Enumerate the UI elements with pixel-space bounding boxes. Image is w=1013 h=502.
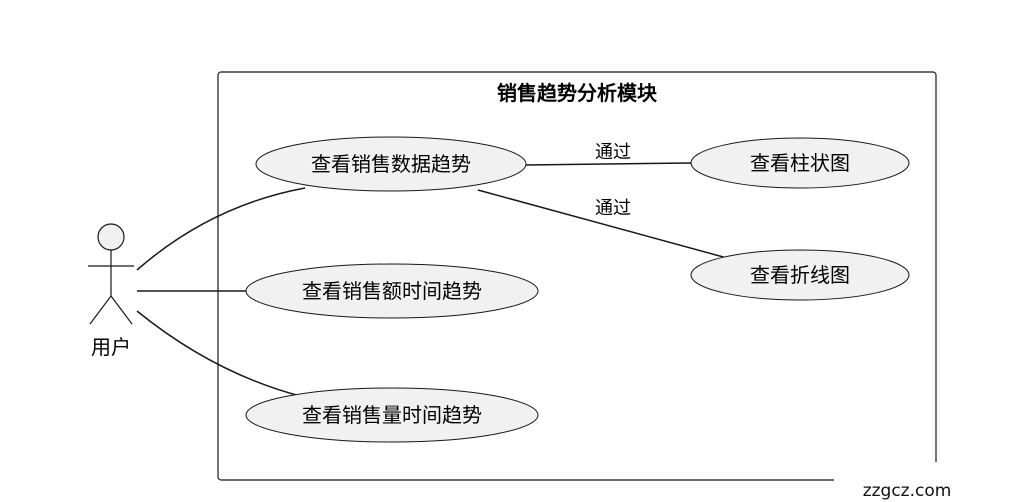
actor-user: 用户: [88, 223, 134, 359]
system-boundary-box: [217, 71, 937, 481]
actor-label: 用户: [91, 335, 131, 359]
edge-sales-data-trend-to-line-chart: [477, 189, 728, 259]
usecase-label: 查看销售额时间趋势: [302, 279, 482, 303]
edge-label-line-chart: 通过: [595, 198, 631, 219]
usecase-ellipse: [690, 249, 910, 301]
usecase-ellipse: [255, 136, 527, 192]
usecase-ellipse: [245, 387, 539, 443]
usecase-view-sales-amount-time-trend[interactable]: 查看销售额时间趋势: [245, 263, 539, 319]
actor-head: [97, 223, 125, 251]
edge-user-to-sales-data-trend: [136, 187, 306, 271]
usecase-label: 查看折线图: [750, 263, 850, 287]
usecase-label: 查看销售数据趋势: [311, 152, 471, 176]
usecase-ellipse: [690, 137, 910, 189]
system-boundary: 销售趋势分析模块: [217, 71, 954, 492]
edge-label-bar-chart: 通过: [595, 142, 631, 163]
watermark-backdrop: [834, 462, 954, 492]
edge-user-to-sales-volume-trend: [136, 310, 301, 397]
usecase-ellipse: [245, 263, 539, 319]
actor-left-leg: [89, 295, 112, 325]
boundary-title: 销售趋势分析模块: [497, 81, 658, 105]
usecase-view-bar-chart[interactable]: 查看柱状图: [690, 137, 910, 189]
edge-sales-data-trend-to-bar-chart: [524, 162, 693, 166]
watermark-text: zzgcz.com: [863, 481, 952, 501]
usecase-view-sales-data-trend[interactable]: 查看销售数据趋势: [255, 136, 527, 192]
usecase-label: 查看柱状图: [750, 151, 850, 175]
usecase-view-line-chart[interactable]: 查看折线图: [690, 249, 910, 301]
actor-right-leg: [110, 295, 133, 325]
usecase-view-sales-volume-time-trend[interactable]: 查看销售量时间趋势: [245, 387, 539, 443]
usecase-label: 查看销售量时间趋势: [302, 403, 482, 427]
